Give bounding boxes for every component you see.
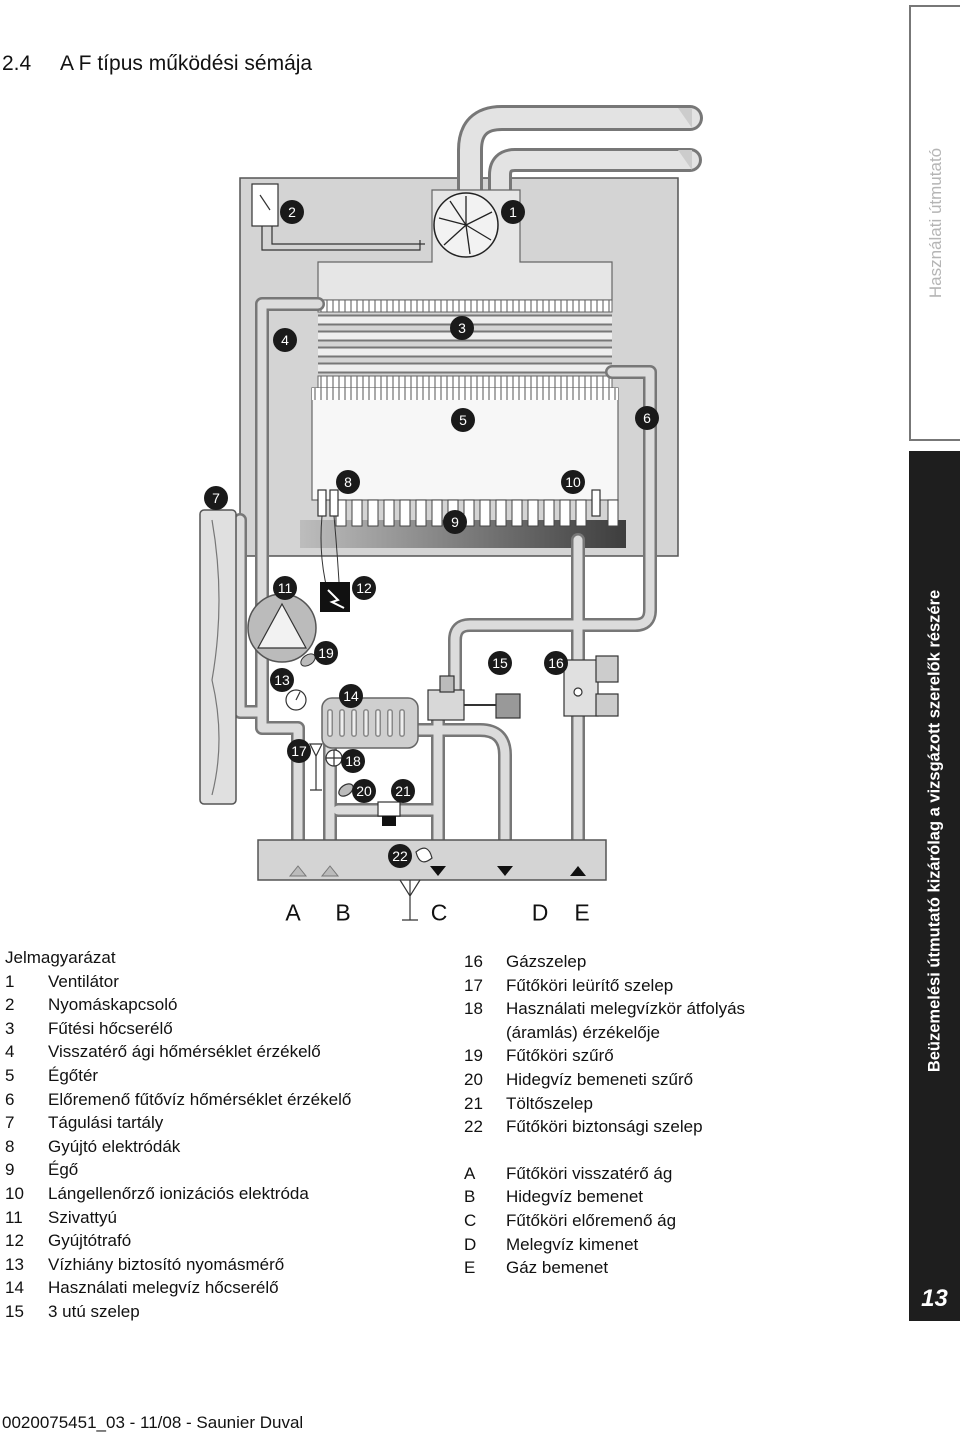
fill-valve-icon <box>377 801 401 826</box>
callout-19: 19 <box>314 641 338 665</box>
pressure-switch-icon <box>251 183 425 251</box>
callout-3: 3 <box>450 316 474 340</box>
fan-icon <box>433 192 499 258</box>
callout-14: 14 <box>339 684 363 708</box>
section-title: A F típus működési sémája <box>60 52 313 75</box>
port-c: C <box>430 899 448 926</box>
callout-7: 7 <box>204 486 228 510</box>
callout-4: 4 <box>273 328 297 352</box>
pressure-gauge-icon <box>285 689 307 711</box>
callout-21: 21 <box>391 779 415 803</box>
callout-9: 9 <box>443 510 467 534</box>
callout-13: 13 <box>270 668 294 692</box>
legend-item: (áramlás) érzékelője <box>506 1022 660 1042</box>
callout-18: 18 <box>341 749 365 773</box>
connection-bar <box>257 839 607 881</box>
port-d: D <box>531 899 549 926</box>
drain-valve-icon <box>309 743 323 758</box>
callout-16: 16 <box>544 651 568 675</box>
callout-17: 17 <box>287 739 311 763</box>
port-a: A <box>285 899 301 926</box>
sidebar-bottom-text: Beüzemelési útmutató kizárólag a vizsgáz… <box>925 589 943 1073</box>
expansion-vessel <box>199 509 237 805</box>
callout-10: 10 <box>561 470 585 494</box>
callout-15: 15 <box>488 651 512 675</box>
page-number: 13 <box>921 1285 948 1312</box>
safety-valve-icon <box>399 847 433 921</box>
pump-icon <box>247 593 317 663</box>
callout-20: 20 <box>352 779 376 803</box>
callout-6: 6 <box>635 406 659 430</box>
callout-2: 2 <box>280 200 304 224</box>
section-heading: 2.4 A F típus működési sémája <box>2 52 312 76</box>
ignition-transformer-icon <box>320 582 350 612</box>
callout-8: 8 <box>336 470 360 494</box>
sidebar-tab-user-manual: Használati útmutató <box>909 5 960 441</box>
section-number: 2.4 <box>2 52 32 75</box>
callout-1: 1 <box>501 200 525 224</box>
footer-doc-id: 0020075451_03 - 11/08 - Saunier Duval <box>2 1413 304 1432</box>
legend-title: Jelmagyarázat <box>5 948 116 967</box>
dhw-heat-exchanger <box>321 697 419 749</box>
sidebar-tab-installer: Beüzemelési útmutató kizárólag a vizsgáz… <box>909 451 960 1321</box>
port-b: B <box>335 899 351 926</box>
boiler-schematic: 1 2 3 4 5 6 7 8 9 10 11 12 13 14 15 16 1… <box>199 105 703 926</box>
callout-11: 11 <box>273 576 297 600</box>
callout-5: 5 <box>451 408 475 432</box>
gas-valve <box>563 655 619 717</box>
sidebar-top-text: Használati útmutató <box>925 147 945 299</box>
callout-22: 22 <box>388 844 412 868</box>
schematic-drawing <box>199 105 703 921</box>
port-e: E <box>574 899 590 926</box>
three-way-valve <box>427 675 521 721</box>
callout-12: 12 <box>352 576 376 600</box>
